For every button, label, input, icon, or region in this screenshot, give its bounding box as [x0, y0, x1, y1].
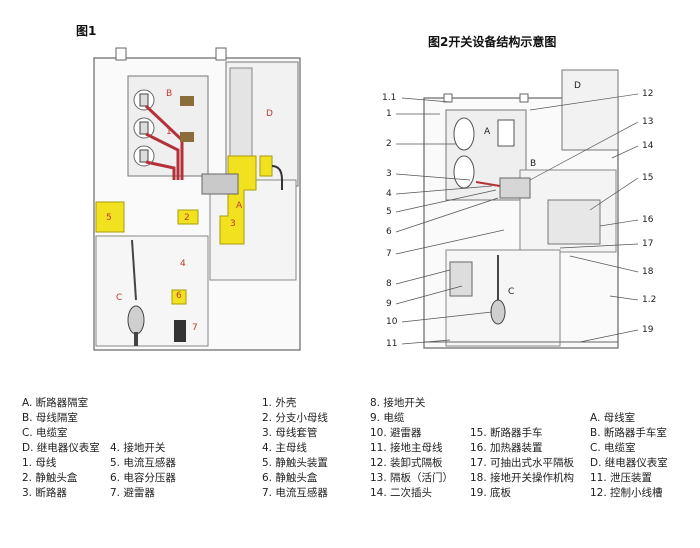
legend-item: 1. 外壳: [262, 397, 297, 409]
legend-col-1: A. 断路器隔室 B. 母线隔室 C. 电缆室 D. 继电器仪表室 1. 母线 …: [22, 396, 100, 501]
fig2-callout-8: 8: [386, 279, 392, 289]
fig1-label-6: 6: [176, 291, 182, 301]
legend-col-6: A. 母线室 B. 断路器手车室 C. 电缆室 D. 继电器仪表室 11. 泄压…: [590, 411, 668, 501]
fig2-label-D: D: [574, 81, 581, 91]
legend-item: 15. 断路器手车: [470, 427, 543, 439]
fig2-callout-18: 18: [642, 267, 654, 277]
legend-item: 17. 可抽出式水平隔板: [470, 457, 575, 469]
fig2-label-C: C: [508, 287, 514, 297]
fig2-callout-15: 15: [642, 173, 653, 183]
legend-item: C. 电缆室: [590, 442, 636, 454]
legend-item: 6. 电容分压器: [110, 472, 176, 484]
fig1-label-B: B: [166, 89, 172, 99]
legend-item: 1. 母线: [22, 457, 57, 469]
legend-item: 8. 接地开关: [370, 397, 426, 409]
fig2-callout-10: 10: [386, 317, 398, 327]
legend-item: A. 母线室: [590, 412, 636, 424]
fig2-callout-2: 2: [386, 139, 392, 149]
fig1-label-7: 7: [192, 323, 198, 333]
legend-col-4: 8. 接地开关 9. 电缆 10. 避雷器 11. 接地主母线 12. 装卸式隔…: [370, 396, 453, 501]
legend-item: 11. 接地主母线: [370, 442, 443, 454]
fig1-label-2: 2: [184, 213, 190, 223]
figure1-diagram: B 1 D A 3 2 5 C 4 6 7: [93, 47, 301, 351]
legend-item: 7. 避雷器: [110, 487, 155, 499]
legend-item: 4. 主母线: [262, 442, 307, 454]
fig2-callout-1-2: 1.2: [642, 295, 656, 305]
legend-item: 7. 电流互感器: [262, 487, 328, 499]
legend-col-3: 1. 外壳 2. 分支小母线 3. 母线套管 4. 主母线 5. 静触头装置 6…: [262, 396, 328, 501]
legend-item: D. 继电器仪表室: [22, 442, 100, 454]
fig1-label-5: 5: [106, 213, 112, 223]
fig2-callout-9: 9: [386, 299, 392, 309]
fig2-callout-4: 4: [386, 189, 392, 199]
fig1-label-3: 3: [230, 219, 236, 229]
legend-item: D. 继电器仪表室: [590, 457, 668, 469]
fig1-label-D: D: [266, 109, 273, 119]
fig1-label-A: A: [236, 201, 243, 211]
legend-item: 18. 接地开关操作机构: [470, 472, 575, 484]
legend-item: 6. 静触头盒: [262, 472, 318, 484]
fig2-callout-19: 19: [642, 325, 654, 335]
legend-item: 11. 泄压装置: [590, 472, 653, 484]
legend-item: 9. 电缆: [370, 412, 405, 424]
fig2-callout-5: 5: [386, 207, 392, 217]
legend-item: 14. 二次插头: [370, 487, 433, 499]
legend-col-5: 15. 断路器手车 16. 加热器装置 17. 可抽出式水平隔板 18. 接地开…: [470, 426, 574, 501]
fig2-label-A: A: [484, 127, 491, 137]
legend-item: 19. 底板: [470, 487, 512, 499]
legend-item: B. 母线隔室: [22, 412, 78, 424]
fig2-callout-14: 14: [642, 141, 654, 151]
legend-item: 2. 静触头盒: [22, 472, 78, 484]
legend-item: 5. 电流互感器: [110, 457, 176, 469]
fig1-label-4: 4: [180, 259, 186, 269]
fig2-callout-7: 7: [386, 249, 392, 259]
legend-item: 5. 静触头装置: [262, 457, 328, 469]
legend-item: 12. 控制小线槽: [590, 487, 663, 499]
legend-item: C. 电缆室: [22, 427, 68, 439]
figure1-title: 图1: [76, 24, 97, 38]
figure2-title: 图2开关设备结构示意图: [428, 35, 557, 49]
fig2-callout-1-1: 1.1: [382, 93, 396, 103]
legend-item: A. 断路器隔室: [22, 397, 89, 409]
fig2-callout-11: 11: [386, 339, 397, 349]
fig2-callout-6: 6: [386, 227, 392, 237]
legend-item: 13. 隔板（活门）: [370, 472, 454, 484]
fig2-callout-13: 13: [642, 117, 653, 127]
legend-item: 12. 装卸式隔板: [370, 457, 443, 469]
legend-item: B. 断路器手车室: [590, 427, 667, 439]
fig2-callout-12: 12: [642, 89, 653, 99]
fig2-callout-1: 1: [386, 109, 392, 119]
legend-item: 2. 分支小母线: [262, 412, 328, 424]
legend-item: 16. 加热器装置: [470, 442, 543, 454]
legend-item: 3. 母线套管: [262, 427, 318, 439]
legend-item: 10. 避雷器: [370, 427, 422, 439]
fig2-label-B: B: [530, 159, 536, 169]
fig2-callout-17: 17: [642, 239, 653, 249]
fig2-callout-16: 16: [642, 215, 654, 225]
legend-item: 4. 接地开关: [110, 442, 166, 454]
figure2-diagram: A D B C 1.1 1 2 3 4 5 6 7 8 9 10 11 12 1…: [382, 69, 656, 349]
fig2-callout-3: 3: [386, 169, 392, 179]
fig1-label-1: 1: [166, 127, 172, 137]
legend-item: 3. 断路器: [22, 487, 67, 499]
fig1-label-C: C: [116, 293, 122, 303]
legend-col-2: 4. 接地开关 5. 电流互感器 6. 电容分压器 7. 避雷器: [110, 441, 176, 501]
